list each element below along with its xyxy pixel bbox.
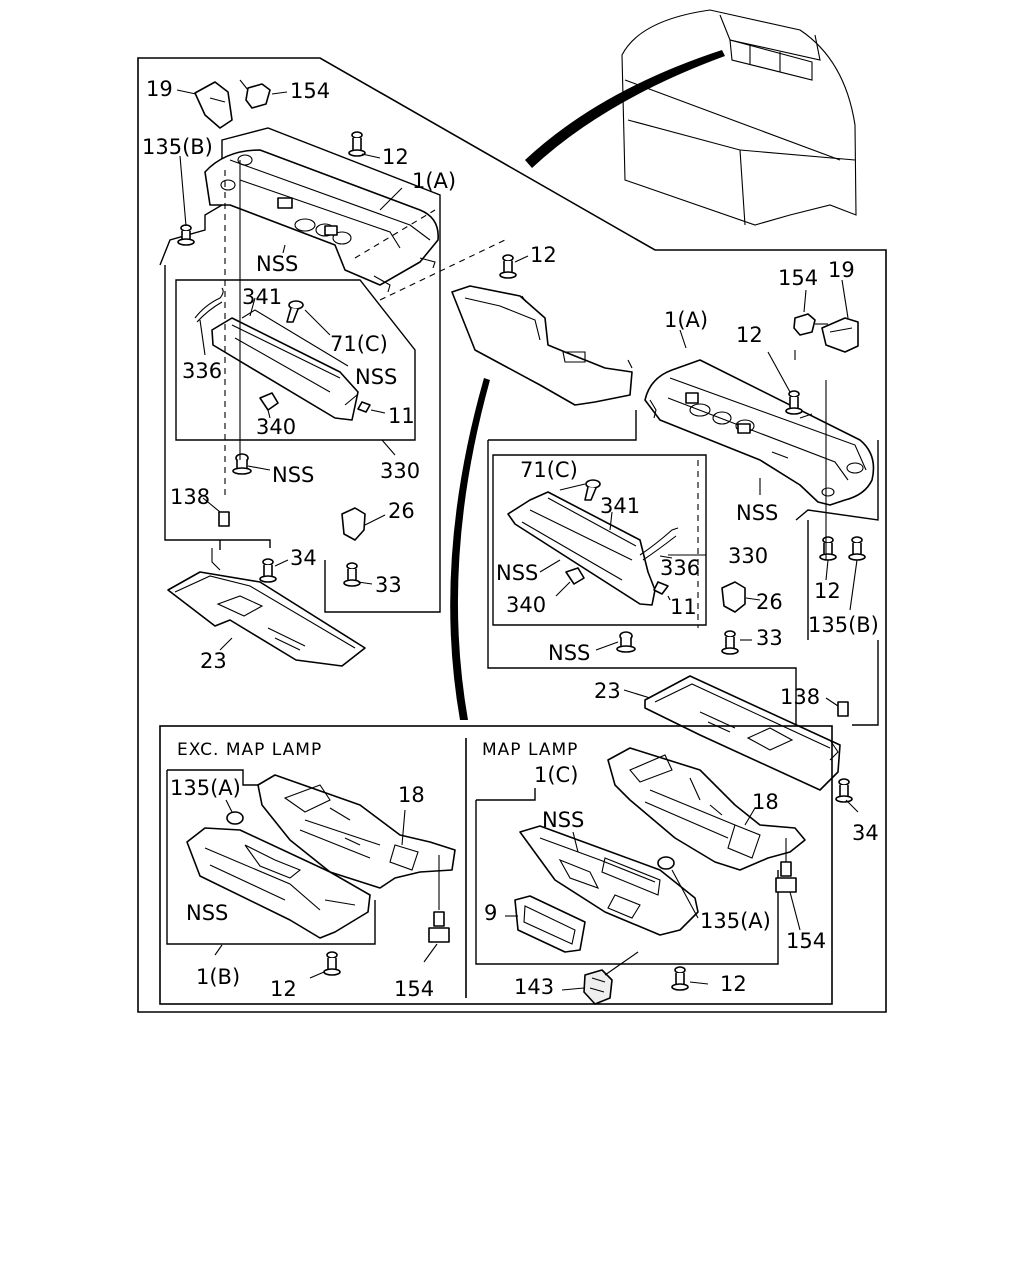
- right-console-assembly: [487, 279, 879, 813]
- middle-trim-panel: [354, 209, 633, 406]
- callout-nss: NSS: [736, 501, 778, 525]
- section-label-map-lamp: MAP LAMP: [482, 740, 578, 760]
- map-lamp-assembly: [475, 747, 806, 1005]
- exc-map-lamp-assembly: [166, 769, 456, 979]
- callout-19: 19: [146, 77, 173, 101]
- callout-nss: NSS: [256, 252, 298, 276]
- callout-nss: NSS: [542, 808, 584, 832]
- callout-nss: NSS: [272, 463, 314, 487]
- callout-143: 143: [514, 975, 554, 999]
- callout-138: 138: [170, 485, 210, 509]
- callout-154: 154: [778, 266, 818, 290]
- callout-12: 12: [720, 972, 747, 996]
- callout-336: 336: [660, 556, 700, 580]
- callout-1c: 1(C): [534, 763, 578, 787]
- callout-nss: NSS: [548, 641, 590, 665]
- callout-154: 154: [786, 929, 826, 953]
- callout-11: 11: [670, 595, 697, 619]
- callout-34: 34: [290, 546, 317, 570]
- callout-138: 138: [780, 685, 820, 709]
- callout-nss: NSS: [496, 561, 538, 585]
- callout-12: 12: [530, 243, 557, 267]
- callout-19: 19: [828, 258, 855, 282]
- callout-135a: 135(A): [700, 909, 771, 933]
- callout-labels: 19 154 135(B) 12 1(A) NSS 12 341 71(C) 3…: [142, 77, 879, 1001]
- callout-34: 34: [852, 821, 879, 845]
- callout-341: 341: [242, 285, 282, 309]
- callout-11: 11: [388, 404, 415, 428]
- left-console-assembly: [159, 79, 529, 667]
- callout-12: 12: [270, 977, 297, 1001]
- callout-330: 330: [380, 459, 420, 483]
- callout-135b: 135(B): [142, 135, 213, 159]
- callout-1a: 1(A): [664, 308, 708, 332]
- callout-336: 336: [182, 359, 222, 383]
- callout-nss: NSS: [186, 901, 228, 925]
- outer-frame: [137, 57, 887, 1013]
- callout-341: 341: [600, 494, 640, 518]
- callout-1b: 1(B): [196, 965, 240, 989]
- callout-135b: 135(B): [808, 613, 879, 637]
- callout-1a: 1(A): [412, 169, 456, 193]
- callout-340: 340: [256, 415, 296, 439]
- callout-12: 12: [736, 323, 763, 347]
- callout-71c: 71(C): [330, 332, 388, 356]
- callout-340: 340: [506, 593, 546, 617]
- callout-12: 12: [382, 145, 409, 169]
- callout-330: 330: [728, 544, 768, 568]
- section-label-exc-map-lamp: EXC. MAP LAMP: [177, 740, 322, 760]
- callout-26: 26: [756, 590, 783, 614]
- callout-23: 23: [200, 649, 227, 673]
- callout-9: 9: [484, 901, 497, 925]
- callout-26: 26: [388, 499, 415, 523]
- callout-135a: 135(A): [170, 776, 241, 800]
- leader-arc: [450, 378, 490, 720]
- callout-18: 18: [752, 790, 779, 814]
- callout-nss: NSS: [355, 365, 397, 389]
- callout-154: 154: [394, 977, 434, 1001]
- callout-18: 18: [398, 783, 425, 807]
- callout-12: 12: [814, 579, 841, 603]
- callout-33: 33: [375, 573, 402, 597]
- callout-33: 33: [756, 626, 783, 650]
- callout-71c: 71(C): [520, 458, 578, 482]
- callout-154: 154: [290, 79, 330, 103]
- bottom-section-frame: [159, 725, 833, 1005]
- callout-23: 23: [594, 679, 621, 703]
- vehicle-cab-illustration: [525, 9, 857, 226]
